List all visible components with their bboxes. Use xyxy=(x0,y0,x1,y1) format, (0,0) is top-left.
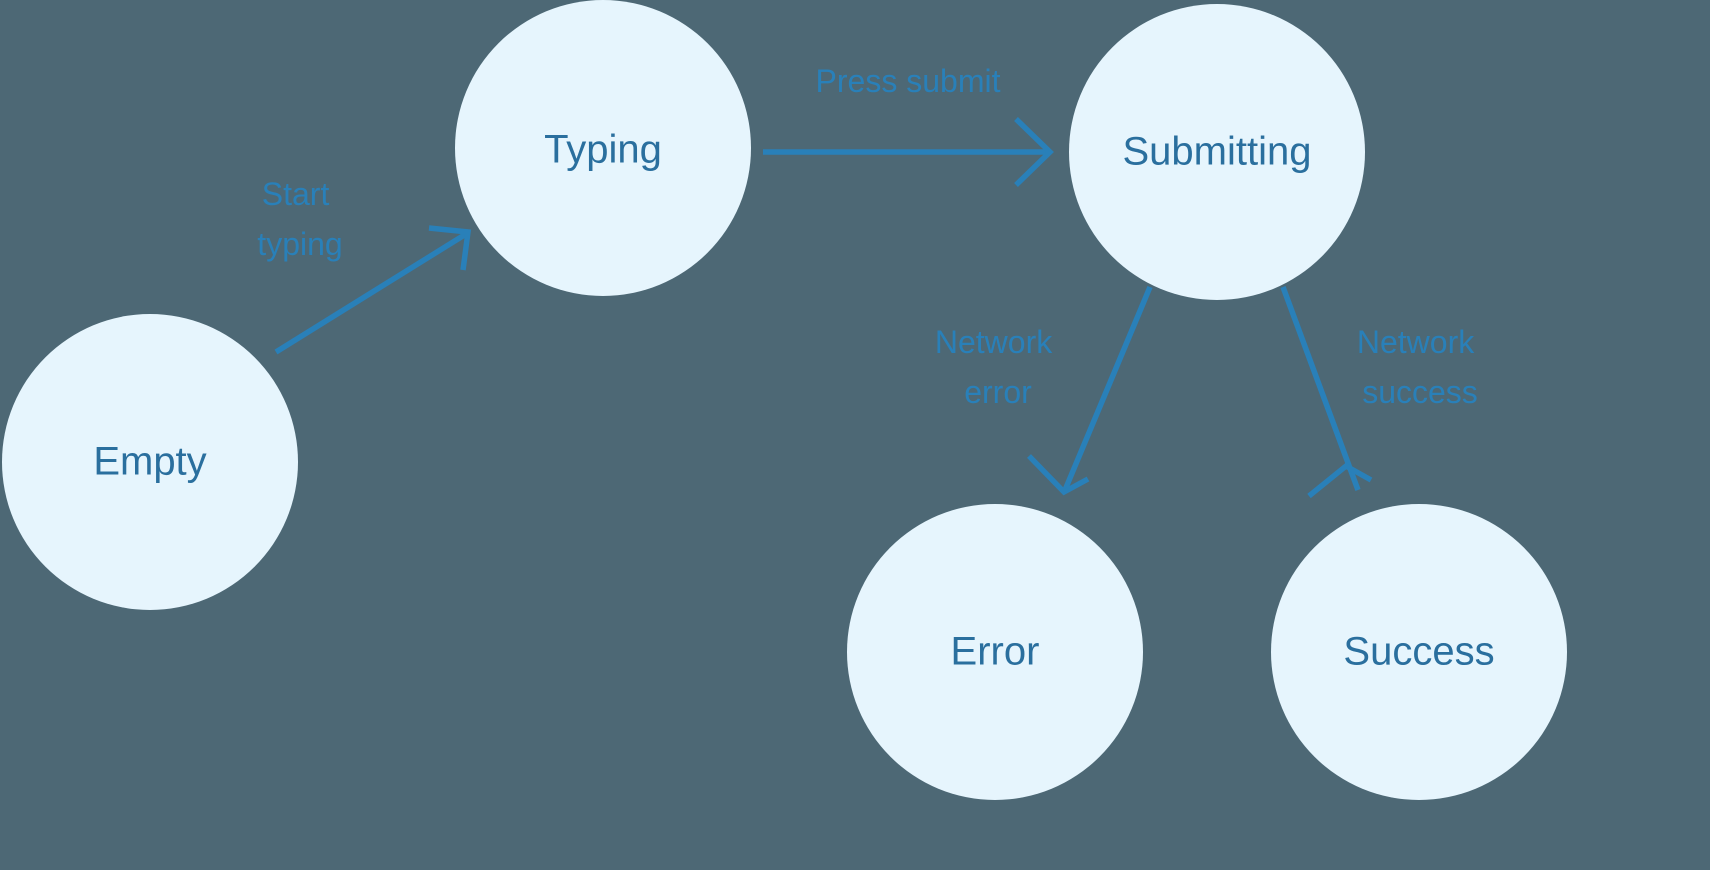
edge-label-line: typing xyxy=(257,226,342,262)
arrowhead-submitting-to-error xyxy=(1027,454,1090,496)
edge-label-start-typing: Start typing xyxy=(257,176,342,262)
edge-label-line: error xyxy=(964,374,1032,410)
edge-label-line: Network xyxy=(1357,324,1475,360)
node-circle-typing xyxy=(455,0,751,296)
edge-label-press-submit: Press submit xyxy=(816,63,1001,99)
node-label-submitting: Submitting xyxy=(1123,130,1312,174)
node-circle-error xyxy=(847,504,1143,800)
edge-typing-to-submitting[interactable] xyxy=(763,117,1054,187)
node-label-empty: Empty xyxy=(93,440,206,484)
edge-label-line: Press submit xyxy=(816,63,1001,99)
edge-label-network-success: Network success xyxy=(1357,324,1483,410)
node-label-error: Error xyxy=(951,630,1040,674)
node-circle-submitting xyxy=(1069,4,1365,300)
node-error[interactable]: Error xyxy=(847,504,1143,800)
arrowhead-typing-to-submitting xyxy=(1014,117,1054,187)
node-circle-empty xyxy=(2,314,298,610)
edge-line-submitting-to-success xyxy=(1280,286,1361,491)
node-label-typing: Typing xyxy=(544,128,662,172)
edge-line-submitting-to-error xyxy=(1062,285,1153,492)
arrowhead-submitting-to-success xyxy=(1307,462,1373,499)
edge-label-line: Start xyxy=(262,176,330,212)
edge-label-line: success xyxy=(1362,374,1478,410)
edge-submitting-to-error[interactable] xyxy=(1027,285,1153,496)
node-label-success: Success xyxy=(1343,630,1494,674)
edge-line-empty-to-typing xyxy=(274,231,468,355)
node-submitting[interactable]: Submitting xyxy=(1069,4,1365,300)
arrowhead-empty-to-typing xyxy=(428,225,472,271)
edge-label-line: Network xyxy=(935,324,1053,360)
node-empty[interactable]: Empty xyxy=(2,314,298,610)
node-success[interactable]: Success xyxy=(1271,504,1567,800)
edge-submitting-to-success[interactable] xyxy=(1280,286,1373,499)
node-typing[interactable]: Typing xyxy=(455,0,751,296)
node-circle-success xyxy=(1271,504,1567,800)
edge-label-network-error: Network error xyxy=(935,324,1061,410)
edge-empty-to-typing[interactable] xyxy=(274,225,472,355)
